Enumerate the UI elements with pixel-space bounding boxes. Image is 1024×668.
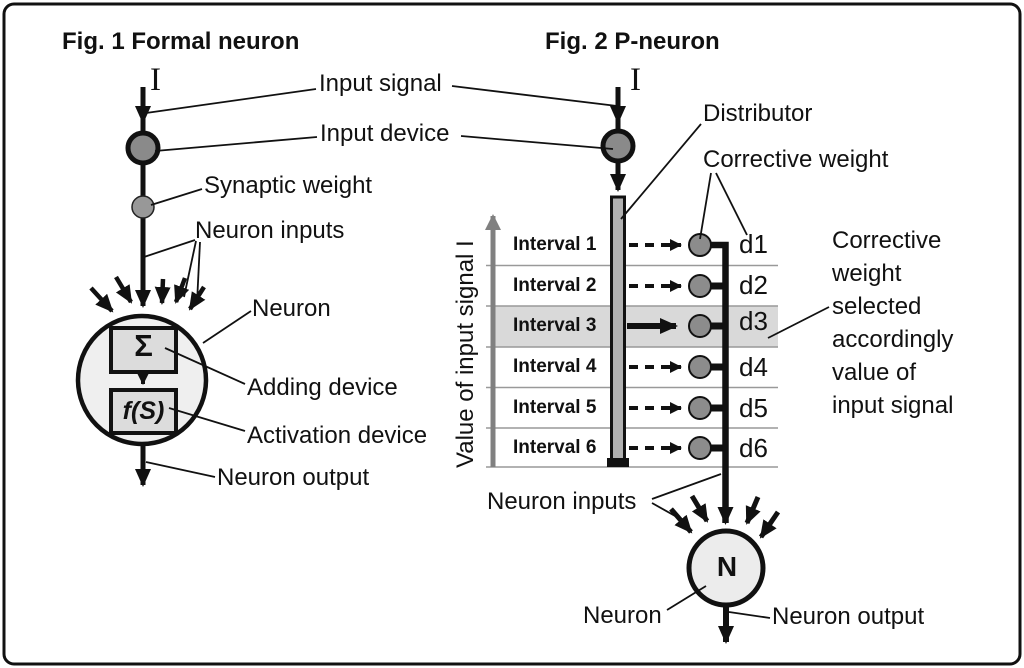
pointer-neuron-inputs-upper bbox=[651, 473, 722, 500]
weight-circle-d5 bbox=[688, 396, 712, 420]
fig2-neuron-input-arrows bbox=[669, 494, 781, 539]
label-adding-device: Adding device bbox=[247, 374, 398, 401]
fig2-neuron-circle bbox=[686, 528, 766, 608]
label-distributor: Distributor bbox=[703, 100, 813, 127]
distributor-bar-cap bbox=[607, 458, 629, 467]
activation-device-box bbox=[109, 388, 178, 435]
weight-circle-d3 bbox=[688, 314, 712, 338]
weight-id-label: d6 bbox=[739, 433, 768, 463]
pointer-adding-device bbox=[164, 347, 246, 385]
interval-row-label: Interval 1 bbox=[513, 234, 597, 255]
pointer-note bbox=[767, 306, 830, 339]
corrective-weight-note: Corrective weight selected accordingly v… bbox=[832, 224, 953, 422]
adding-device-box bbox=[109, 326, 178, 374]
label-neuron: Neuron bbox=[252, 295, 331, 322]
weight-id-label: d1 bbox=[739, 229, 768, 259]
neuron-input-arrow bbox=[689, 494, 710, 523]
note-line: selected bbox=[832, 293, 922, 320]
weight-circle-d2 bbox=[688, 274, 712, 298]
pointer-input-signal-right bbox=[451, 85, 618, 107]
label-activation-device: Activation device bbox=[247, 422, 428, 449]
note-line: value of bbox=[832, 359, 917, 386]
weight-circle-d6 bbox=[688, 436, 712, 460]
label-neuron-output: Neuron output bbox=[217, 464, 370, 491]
collecting-line bbox=[711, 241, 734, 525]
pointer-neuron bbox=[202, 310, 252, 344]
fig1-input-device-circle bbox=[125, 130, 161, 166]
interval-row-label: Interval 6 bbox=[513, 437, 597, 458]
fig2-input-device-circle bbox=[600, 128, 636, 164]
interval-row-label: Interval 4 bbox=[513, 356, 597, 377]
note-line: weight bbox=[832, 260, 902, 287]
fig2-neuron-symbol: N bbox=[716, 551, 738, 582]
fig2-input-symbol: I bbox=[630, 62, 641, 98]
pointer-input-device-left bbox=[154, 136, 318, 152]
weight-id-label: d3 bbox=[739, 306, 768, 336]
label-fig2-neuron-output: Neuron output bbox=[772, 603, 925, 630]
label-fig2-neuron: Neuron bbox=[583, 602, 662, 629]
pointer-neuron-inputs-2 bbox=[183, 240, 197, 298]
fig1-title: Fig. 1 Formal neuron bbox=[62, 28, 300, 55]
interval-row-label: Interval 5 bbox=[513, 397, 597, 418]
pointer-neuron-inputs-1 bbox=[143, 239, 196, 258]
pointer-neuron-inputs-lower bbox=[651, 502, 685, 522]
pointer-input-device-right bbox=[460, 135, 614, 150]
pointer-neuron-output bbox=[728, 611, 771, 619]
distributor-bar bbox=[610, 195, 626, 463]
pointer-corrective-weight-right bbox=[715, 172, 748, 236]
label-corrective-weight: Corrective weight bbox=[703, 146, 889, 173]
note-line: input signal bbox=[832, 392, 954, 419]
neuron-input-arrow bbox=[89, 286, 114, 313]
fig1-synaptic-weight-circle bbox=[131, 195, 155, 219]
dashed-arrows bbox=[629, 239, 682, 454]
label-fig2-neuron-inputs: Neuron inputs bbox=[487, 488, 637, 515]
label-synaptic-weight: Synaptic weight bbox=[204, 172, 373, 199]
label-neuron-inputs: Neuron inputs bbox=[195, 217, 345, 244]
row-separators bbox=[486, 264, 778, 468]
pointer-neuron-inputs-3 bbox=[196, 241, 201, 304]
neuron-input-arrow bbox=[744, 496, 761, 525]
interval-row-label: Interval 3 bbox=[513, 315, 597, 336]
weight-id-label: d5 bbox=[739, 393, 768, 423]
fig1-pointer-lines bbox=[143, 85, 618, 478]
sum-symbol: Σ bbox=[134, 328, 153, 363]
neuron-input-arrow bbox=[154, 278, 171, 305]
pointer-input-signal-left bbox=[145, 88, 317, 114]
note-line: Corrective bbox=[832, 227, 942, 254]
fig1-input-symbol: I bbox=[150, 62, 161, 98]
neuron-input-arrow bbox=[758, 510, 781, 539]
label-input-device: Input device bbox=[320, 120, 450, 147]
label-input-signal: Input signal bbox=[319, 70, 442, 97]
neuron-input-arrow bbox=[173, 277, 190, 304]
weight-id-label: d2 bbox=[739, 270, 768, 300]
note-line: accordingly bbox=[832, 326, 954, 353]
interval-row-label: Interval 2 bbox=[513, 275, 597, 296]
pointer-distributor bbox=[620, 123, 702, 220]
weight-circle-d4 bbox=[688, 355, 712, 379]
value-axis-label: Value of input signal I bbox=[452, 240, 479, 468]
pointer-corrective-weight-left bbox=[699, 172, 712, 240]
pointer-synaptic-weight bbox=[150, 188, 203, 206]
fig2-pointer-lines bbox=[620, 123, 830, 619]
pointer-neuron-output bbox=[145, 461, 216, 478]
activation-symbol: f(S) bbox=[122, 397, 165, 425]
pointer-neuron bbox=[666, 585, 707, 611]
fig2-title: Fig. 2 P-neuron bbox=[545, 28, 720, 55]
neuron-input-arrow bbox=[669, 507, 693, 534]
pointer-activation-device bbox=[168, 407, 246, 432]
weight-id-label: d4 bbox=[739, 352, 768, 382]
weight-circles bbox=[688, 233, 712, 460]
neuron-input-arrow bbox=[114, 275, 133, 304]
